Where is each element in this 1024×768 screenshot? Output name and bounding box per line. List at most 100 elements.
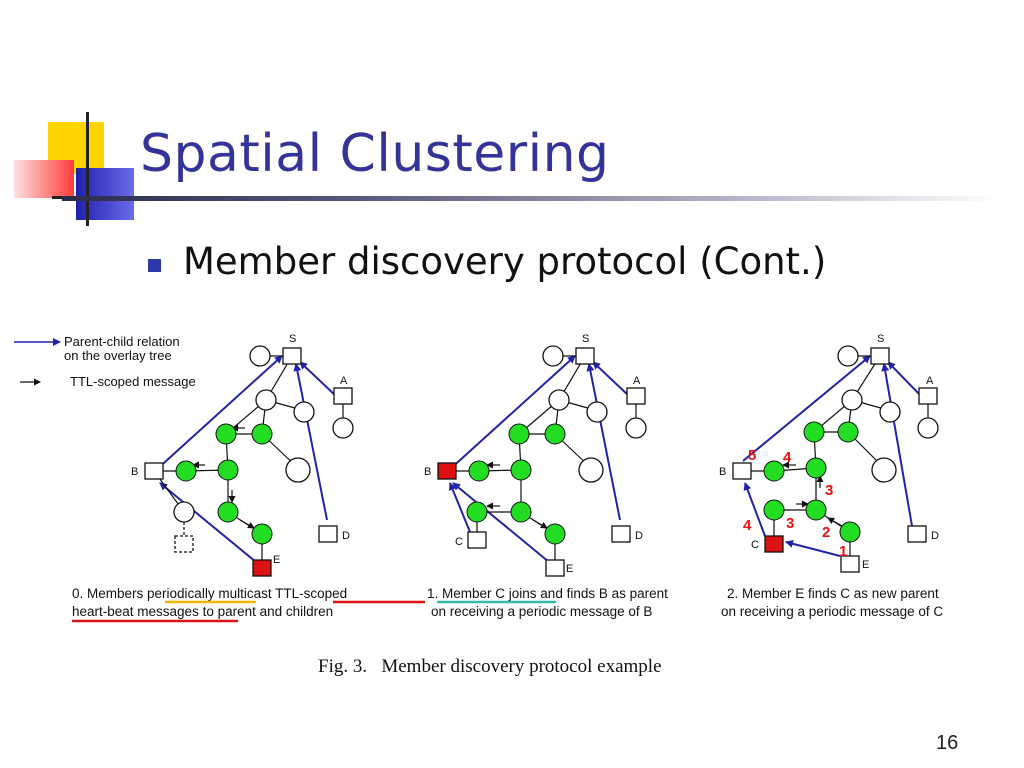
- node-a: [918, 387, 938, 405]
- node-a: [333, 387, 353, 405]
- node-circle: [917, 417, 939, 439]
- node-circle: [249, 345, 271, 367]
- node-member: [217, 459, 239, 481]
- node-s: [575, 347, 595, 365]
- node-c: [764, 535, 784, 553]
- caption-1-line1: 1. Member C joins and finds B as parent: [427, 586, 668, 601]
- caption-text: 0. Members: [72, 586, 147, 601]
- node-member: [763, 499, 785, 521]
- step-number: 5: [748, 447, 756, 464]
- node-b: [144, 462, 164, 480]
- node-circle: [255, 389, 277, 411]
- caption-text: multicast: [215, 586, 276, 601]
- logo-blue-square: [76, 168, 134, 220]
- logo-red-square: [14, 160, 74, 198]
- node-circle: [548, 389, 570, 411]
- label-a: A: [926, 375, 934, 387]
- node-d: [318, 525, 338, 543]
- node-member: [251, 423, 273, 445]
- node-a: [626, 387, 646, 405]
- panel-1: S A B C D E: [424, 333, 647, 577]
- node-member: [466, 501, 488, 523]
- node-circle: [586, 401, 608, 423]
- node-member: [215, 423, 237, 445]
- label-s: S: [877, 333, 884, 345]
- node-member: [251, 523, 273, 545]
- node-circle: [173, 501, 195, 523]
- node-s: [282, 347, 302, 365]
- caption-text: periodically: [147, 586, 215, 601]
- caption-2-line2: on receiving a periodic message of C: [721, 604, 943, 619]
- label-e: E: [566, 563, 573, 575]
- caption-text: heart-beat messages: [72, 604, 199, 619]
- node-s: [870, 347, 890, 365]
- bullet-text: Member discovery protocol (Cont.): [183, 240, 827, 283]
- panel-0: S A B D E: [131, 333, 354, 577]
- label-b: B: [131, 466, 138, 478]
- caption-0-line2: heart-beat messages to parent and childr…: [72, 604, 333, 619]
- node-circle: [578, 457, 604, 483]
- step-number: 3: [825, 482, 833, 499]
- label-a: A: [340, 375, 348, 387]
- node-member: [510, 459, 532, 481]
- node-member: [544, 523, 566, 545]
- node-circle: [293, 401, 315, 423]
- step-number: 2: [822, 524, 830, 541]
- step-number: 3: [786, 515, 794, 532]
- caption-text: 1.: [427, 586, 442, 601]
- step-number: 4: [743, 517, 752, 534]
- label-d: D: [342, 530, 350, 542]
- node-b: [732, 462, 752, 480]
- node-member: [468, 460, 490, 482]
- panel-captions: 0. Members periodically multicast TTL-sc…: [72, 586, 943, 623]
- label-a: A: [633, 375, 641, 387]
- node-circle: [837, 345, 859, 367]
- node-member: [544, 423, 566, 445]
- bullet-square-icon: [148, 259, 161, 272]
- bullet-item: Member discovery protocol (Cont.): [148, 240, 826, 283]
- caption-2-line1: 2. Member E finds C as new parent: [727, 586, 939, 601]
- caption-text: Member C joins: [442, 586, 537, 601]
- caption-text: and finds B as parent: [537, 586, 669, 601]
- node-member: [839, 521, 861, 543]
- node-circle: [332, 417, 354, 439]
- node-circle: [879, 401, 901, 423]
- node-member: [837, 421, 859, 443]
- node-member: [805, 457, 827, 479]
- page-number: 16: [936, 732, 959, 754]
- logo-vertical-line: [86, 112, 89, 226]
- legend: Parent-child relation on the overlay tre…: [14, 334, 196, 389]
- node-dashed: [174, 535, 194, 553]
- caption-1-line2: on receiving a periodic message of B: [431, 604, 652, 619]
- node-c: [467, 531, 487, 549]
- node-member: [508, 423, 530, 445]
- label-d: D: [931, 530, 939, 542]
- node-circle: [871, 457, 897, 483]
- node-member: [510, 501, 532, 523]
- label-c: C: [751, 539, 759, 551]
- node-member: [175, 460, 197, 482]
- node-d: [907, 525, 927, 543]
- node-circle: [625, 417, 647, 439]
- label-e: E: [273, 554, 280, 566]
- node-b: [437, 462, 457, 480]
- node-e: [252, 559, 272, 577]
- node-member: [763, 460, 785, 482]
- legend-parent-child: Parent-child relation: [64, 334, 180, 349]
- caption-0-line1: 0. Members periodically multicast TTL-sc…: [72, 586, 347, 601]
- node-member: [803, 421, 825, 443]
- legend-overlay-tree: on the overlay tree: [64, 348, 172, 363]
- node-e: [545, 559, 565, 577]
- node-circle: [841, 389, 863, 411]
- title-underline: [62, 196, 1000, 201]
- step-number: 1: [839, 543, 847, 560]
- label-d: D: [635, 530, 643, 542]
- label-s: S: [289, 333, 296, 345]
- panel-2: S A B C D E 5 4 3 4 3 2 1: [719, 333, 939, 573]
- caption-text: to parent and children: [199, 604, 333, 619]
- node-member: [217, 501, 239, 523]
- caption-text: TTL-scoped: [275, 586, 347, 601]
- figure-caption: Fig. 3. Member discovery protocol exampl…: [318, 656, 662, 677]
- label-b: B: [719, 466, 726, 478]
- node-circle: [285, 457, 311, 483]
